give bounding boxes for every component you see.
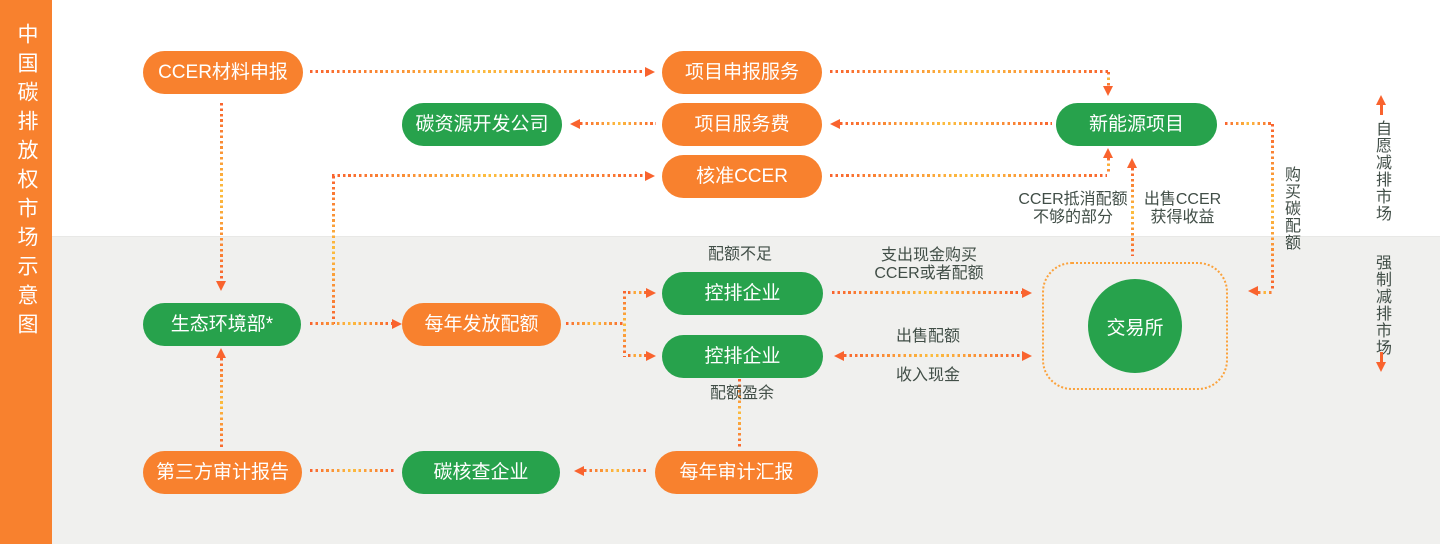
connector-controlledb-exchange (844, 354, 1022, 357)
node-new-energy: 新能源项目 (1056, 103, 1217, 146)
connector-annualquota-feed (566, 322, 623, 325)
node-third-party-audit: 第三方审计报告 (143, 451, 302, 494)
label-quota-surplus: 配额盈余 (709, 385, 774, 402)
connector-controlleda-to-exchange (832, 291, 1022, 294)
connector-ccermaterial-to-projectapply (310, 70, 645, 73)
connector-sellccer (1131, 168, 1134, 256)
arrow-right-icon (646, 288, 656, 298)
label-sell-ccer-line1: 出售CCER (1143, 191, 1222, 208)
node-carbon-dev: 碳资源开发公司 (402, 103, 562, 146)
arrow-down-icon (1103, 86, 1113, 96)
node-controlled-a: 控排企业 (662, 272, 823, 315)
arrow-up-icon (216, 348, 226, 358)
arrow-left-icon (570, 119, 580, 129)
node-project-apply: 项目申报服务 (662, 51, 822, 94)
label-pay-cash-line2: CCER或者配额 (874, 265, 984, 282)
mandatory-arrow-stem (1380, 352, 1383, 363)
arrow-right-icon (645, 67, 655, 77)
connector-projectfee-to-carbondev (580, 122, 656, 125)
label-ccer-offset-line2: 不够的部分 (1032, 209, 1113, 226)
label-mandatory-market: 强制减排市场 (1373, 254, 1390, 356)
connector-buyquota-v (1271, 124, 1274, 291)
connector-approveccer-to-newenergy-h (830, 174, 1107, 177)
node-exchange-label: 交易所 (1106, 317, 1164, 339)
connector-audit-to-moee (220, 358, 223, 450)
arrow-up-icon (1103, 148, 1113, 158)
arrow-right-icon (646, 351, 656, 361)
label-sell-ccer: 出售CCER 获得收益 (1110, 191, 1255, 227)
arrow-right-icon (645, 171, 655, 181)
voluntary-arrow-stem (1380, 104, 1383, 115)
arrow-up-icon (1376, 95, 1386, 105)
connector-moee-to-approveccer-v (332, 176, 335, 324)
arrow-up-icon (1127, 158, 1137, 168)
node-exchange: 交易所 (1088, 279, 1182, 373)
connector-newenergy-to-projectfee (840, 122, 1052, 125)
arrow-left-icon (1248, 286, 1258, 296)
node-moee: 生态环境部* (143, 303, 301, 346)
title-sidebar: 中国碳排放权市场示意图 (0, 0, 52, 544)
arrow-down-icon (1376, 362, 1386, 372)
connector-annualquota-to-controlleda (628, 291, 646, 294)
node-project-fee: 项目服务费 (662, 103, 822, 146)
arrow-right-icon (392, 319, 402, 329)
diagram-title: 中国碳排放权市场示意图 (15, 23, 38, 342)
connector-verify-to-audit (310, 469, 394, 472)
node-annual-quota: 每年发放配额 (402, 303, 561, 346)
label-ccer-offset: CCER抵消配额 不够的部分 (998, 191, 1148, 227)
node-ccer-material: CCER材料申报 (143, 51, 303, 94)
label-receive-cash: 收入现金 (895, 367, 960, 384)
connector-buyquota-h1 (1225, 122, 1273, 125)
arrow-down-icon (216, 281, 226, 291)
arrow-right-icon (1022, 351, 1032, 361)
connector-projectapply-to-newenergy-v (1107, 72, 1110, 86)
arrow-left-icon (830, 119, 840, 129)
arrow-right-icon (1022, 288, 1032, 298)
connector-ccermaterial-to-moee (220, 103, 223, 281)
node-approve-ccer: 核准CCER (662, 155, 822, 198)
connector-moee-to-annualquota (310, 322, 392, 325)
exchange-dashed-border (1042, 262, 1228, 390)
node-controlled-b: 控排企业 (662, 335, 823, 378)
connector-annualquota-split (623, 291, 626, 357)
arrow-left-icon (834, 351, 844, 361)
label-buy-quota: 购买碳配额 (1282, 166, 1299, 251)
label-sell-quota: 出售配额 (895, 328, 960, 345)
label-sell-ccer-line2: 获得收益 (1150, 209, 1215, 226)
connector-annualquota-to-controlledb (628, 354, 646, 357)
label-voluntary-market: 自愿减排市场 (1373, 120, 1390, 222)
connector-approveccer-to-newenergy-v (1107, 158, 1110, 174)
label-quota-shortage: 配额不足 (707, 246, 772, 263)
label-ccer-offset-line1: CCER抵消配额 (1018, 191, 1128, 208)
label-pay-cash-line1: 支出现金购买 (880, 247, 977, 264)
connector-projectapply-to-newenergy-h (830, 70, 1109, 73)
arrow-left-icon (574, 466, 584, 476)
connector-buyquota-h2 (1258, 291, 1273, 294)
connector-controlledb-to-annualaudit (738, 379, 741, 449)
connector-annualaudit-to-verify (584, 469, 648, 472)
node-annual-audit: 每年审计汇报 (655, 451, 818, 494)
label-pay-cash: 支出现金购买 CCER或者配额 (854, 247, 1004, 283)
connector-moee-to-approveccer-h (332, 174, 645, 177)
node-carbon-verify: 碳核查企业 (402, 451, 560, 494)
